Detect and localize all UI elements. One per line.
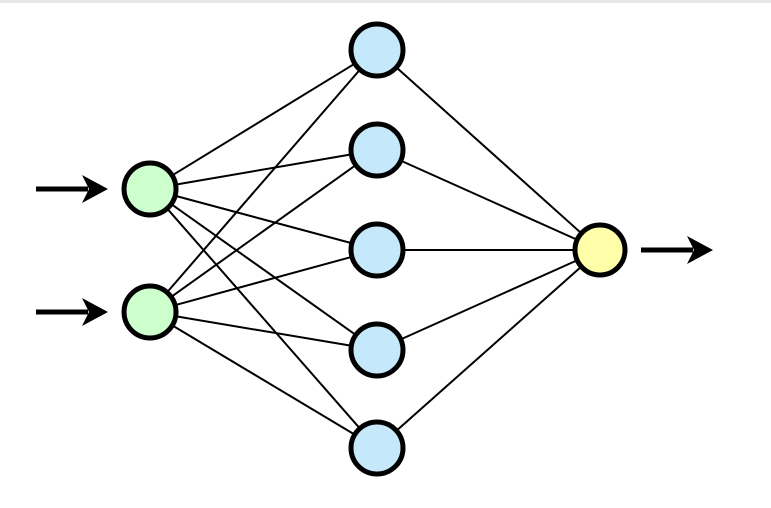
hidden-node-2[interactable] [348,121,406,179]
hidden-node-3[interactable] [348,221,406,279]
input-arrow-2 [36,298,108,326]
output-arrow-1-head [687,236,713,264]
edges-group [165,61,584,437]
input-node-2[interactable] [121,283,179,341]
edge-i2-h5 [170,323,357,437]
edge-i1-h2 [173,153,354,186]
edge-i1-h5 [165,206,362,431]
edge-h5-o1 [394,264,584,433]
edge-i1-h3 [172,194,355,245]
output-arrow-1 [641,236,713,264]
edge-h4-o1 [398,258,580,341]
input-arrow-1 [36,175,108,203]
hidden-node-1[interactable] [348,21,406,79]
input-node-1[interactable] [121,160,179,218]
output-node-1[interactable] [572,222,628,278]
edge-i2-h3 [172,255,355,307]
edge-h2-o1 [398,159,580,242]
top-edge-band [0,0,771,3]
edge-i2-h4 [173,315,354,347]
edge-i1-h4 [168,202,359,337]
edge-i1-h1 [169,61,358,178]
input-arrow-1-head [82,175,108,203]
edge-i2-h1 [165,67,362,295]
hidden-node-5[interactable] [348,419,406,477]
edge-i2-h2 [168,163,359,299]
nodes-group [121,21,628,477]
input-arrow-2-head [82,298,108,326]
hidden-node-4[interactable] [348,321,406,379]
io-arrows-group [36,175,713,326]
edge-h1-o1 [394,65,584,236]
